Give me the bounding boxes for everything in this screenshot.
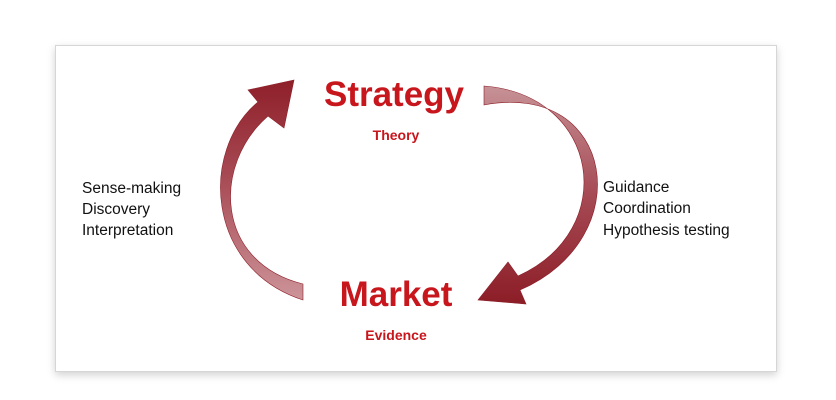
evidence-subtitle: Evidence	[365, 327, 427, 343]
market-title: Market	[340, 275, 453, 314]
left-label-discovery: Discovery	[82, 201, 150, 218]
diagram-frame	[55, 45, 777, 372]
left-label-sense-making: Sense-making	[82, 180, 181, 197]
strategy-title: Strategy	[324, 75, 465, 114]
theory-subtitle: Theory	[373, 127, 420, 143]
right-label-hypothesis-testing: Hypothesis testing	[603, 222, 730, 239]
left-label-interpretation: Interpretation	[82, 222, 173, 239]
right-label-guidance: Guidance	[603, 179, 669, 196]
right-label-coordination: Coordination	[603, 200, 691, 217]
left-cycle-arrow	[220, 79, 304, 301]
right-cycle-arrow	[477, 85, 598, 305]
